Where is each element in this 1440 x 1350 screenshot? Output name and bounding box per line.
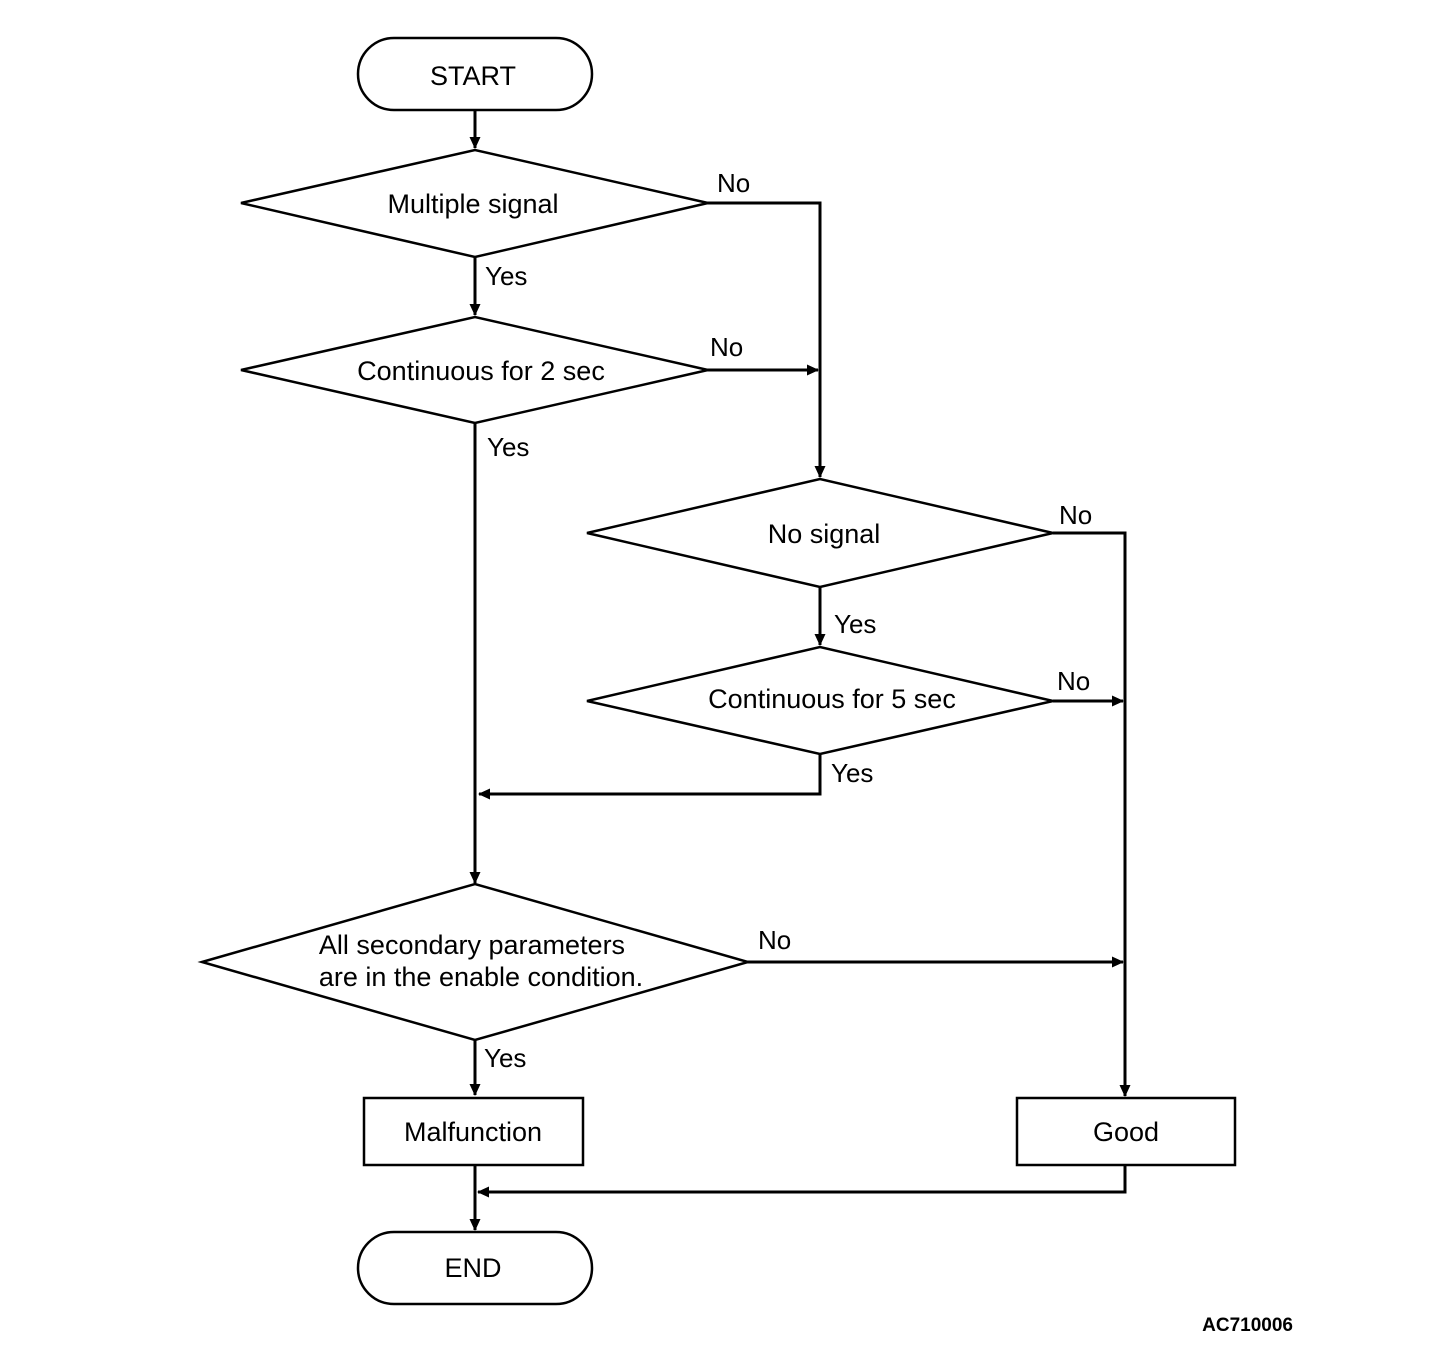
multiple-signal-label: Multiple signal <box>387 189 558 219</box>
decision-multiple-signal: Multiple signal <box>240 148 709 259</box>
branch-labels: No Yes No Yes No Yes No Yes No Yes <box>484 168 1092 1073</box>
branch-label-secondary-no: No <box>758 925 791 955</box>
decision-no-signal: No signal <box>586 477 1054 589</box>
start-label: START <box>430 61 516 91</box>
good-box: Good <box>1015 1096 1237 1167</box>
connector-multiple-no <box>705 201 826 478</box>
figure-code: AC710006 <box>1202 1315 1293 1336</box>
no-signal-label: No signal <box>768 519 881 549</box>
branch-label-cont5-yes: Yes <box>831 758 873 788</box>
branch-label-multiple-yes: Yes <box>485 261 527 291</box>
branch-label-cont2-no: No <box>710 332 743 362</box>
secondary-parameters-line-2: are in the enable condition. <box>319 962 643 992</box>
continuous-5-sec-label: Continuous for 5 sec <box>708 684 956 714</box>
continuous-2-sec-label: Continuous for 2 sec <box>357 356 605 386</box>
decision-continuous-2-sec: Continuous for 2 sec <box>240 315 709 425</box>
connector-good-to-end <box>477 1166 1127 1198</box>
branch-label-nosig-no: No <box>1059 500 1092 530</box>
branch-label-nosig-yes: Yes <box>834 609 876 639</box>
decision-secondary-parameters: All secondary parameters are in the enab… <box>197 882 753 1042</box>
decision-continuous-5-sec: Continuous for 5 sec <box>586 645 1054 756</box>
connectors <box>469 110 1131 1231</box>
start-terminal: START <box>356 36 594 112</box>
connector-nosig-no <box>1053 531 1131 1097</box>
branch-label-cont5-no: No <box>1057 666 1090 696</box>
connector-cont5-yes <box>478 754 822 800</box>
end-label: END <box>444 1253 501 1283</box>
good-label: Good <box>1093 1117 1159 1147</box>
malfunction-box: Malfunction <box>362 1096 585 1167</box>
malfunction-label: Malfunction <box>404 1117 542 1147</box>
secondary-parameters-line-1: All secondary parameters <box>319 930 625 960</box>
end-terminal: END <box>356 1230 594 1306</box>
branch-label-multiple-no: No <box>717 168 750 198</box>
branch-label-secondary-yes: Yes <box>484 1043 526 1073</box>
branch-label-cont2-yes: Yes <box>487 432 529 462</box>
